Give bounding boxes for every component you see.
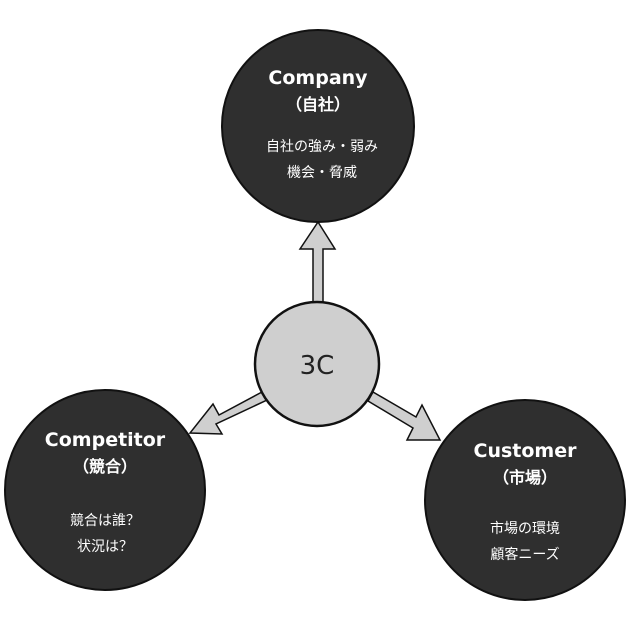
customer-title: Customer — [474, 440, 578, 462]
customer-line-1: 市場の環境 — [490, 520, 560, 537]
competitor-title: Competitor — [45, 429, 166, 451]
competitor-subtitle: （競合） — [73, 457, 137, 476]
customer-node: Customer （市場） 市場の環境 顧客ニーズ — [424, 399, 626, 601]
company-node: Company （自社） 自社の強み・弱み 機会・脅威 — [221, 29, 415, 223]
arrow-to-customer — [366, 390, 442, 441]
competitor-line-1: 競合は誰？ — [70, 513, 140, 529]
arrow-to-company — [298, 220, 337, 305]
arrow-to-competitor — [188, 391, 269, 435]
customer-subtitle: （市場） — [493, 468, 557, 487]
company-line-2: 機会・脅威 — [287, 165, 357, 181]
company-title: Company — [268, 67, 368, 89]
company-line-1: 自社の強み・弱み — [266, 139, 378, 155]
competitor-node: Competitor （競合） 競合は誰？ 状況は？ — [4, 389, 206, 591]
competitor-line-2: 状況は？ — [77, 539, 133, 555]
center-node: 3C — [253, 300, 381, 428]
company-subtitle: （自社） — [286, 95, 350, 114]
customer-line-2: 顧客ニーズ — [490, 546, 559, 563]
center-label: 3C — [300, 351, 335, 381]
